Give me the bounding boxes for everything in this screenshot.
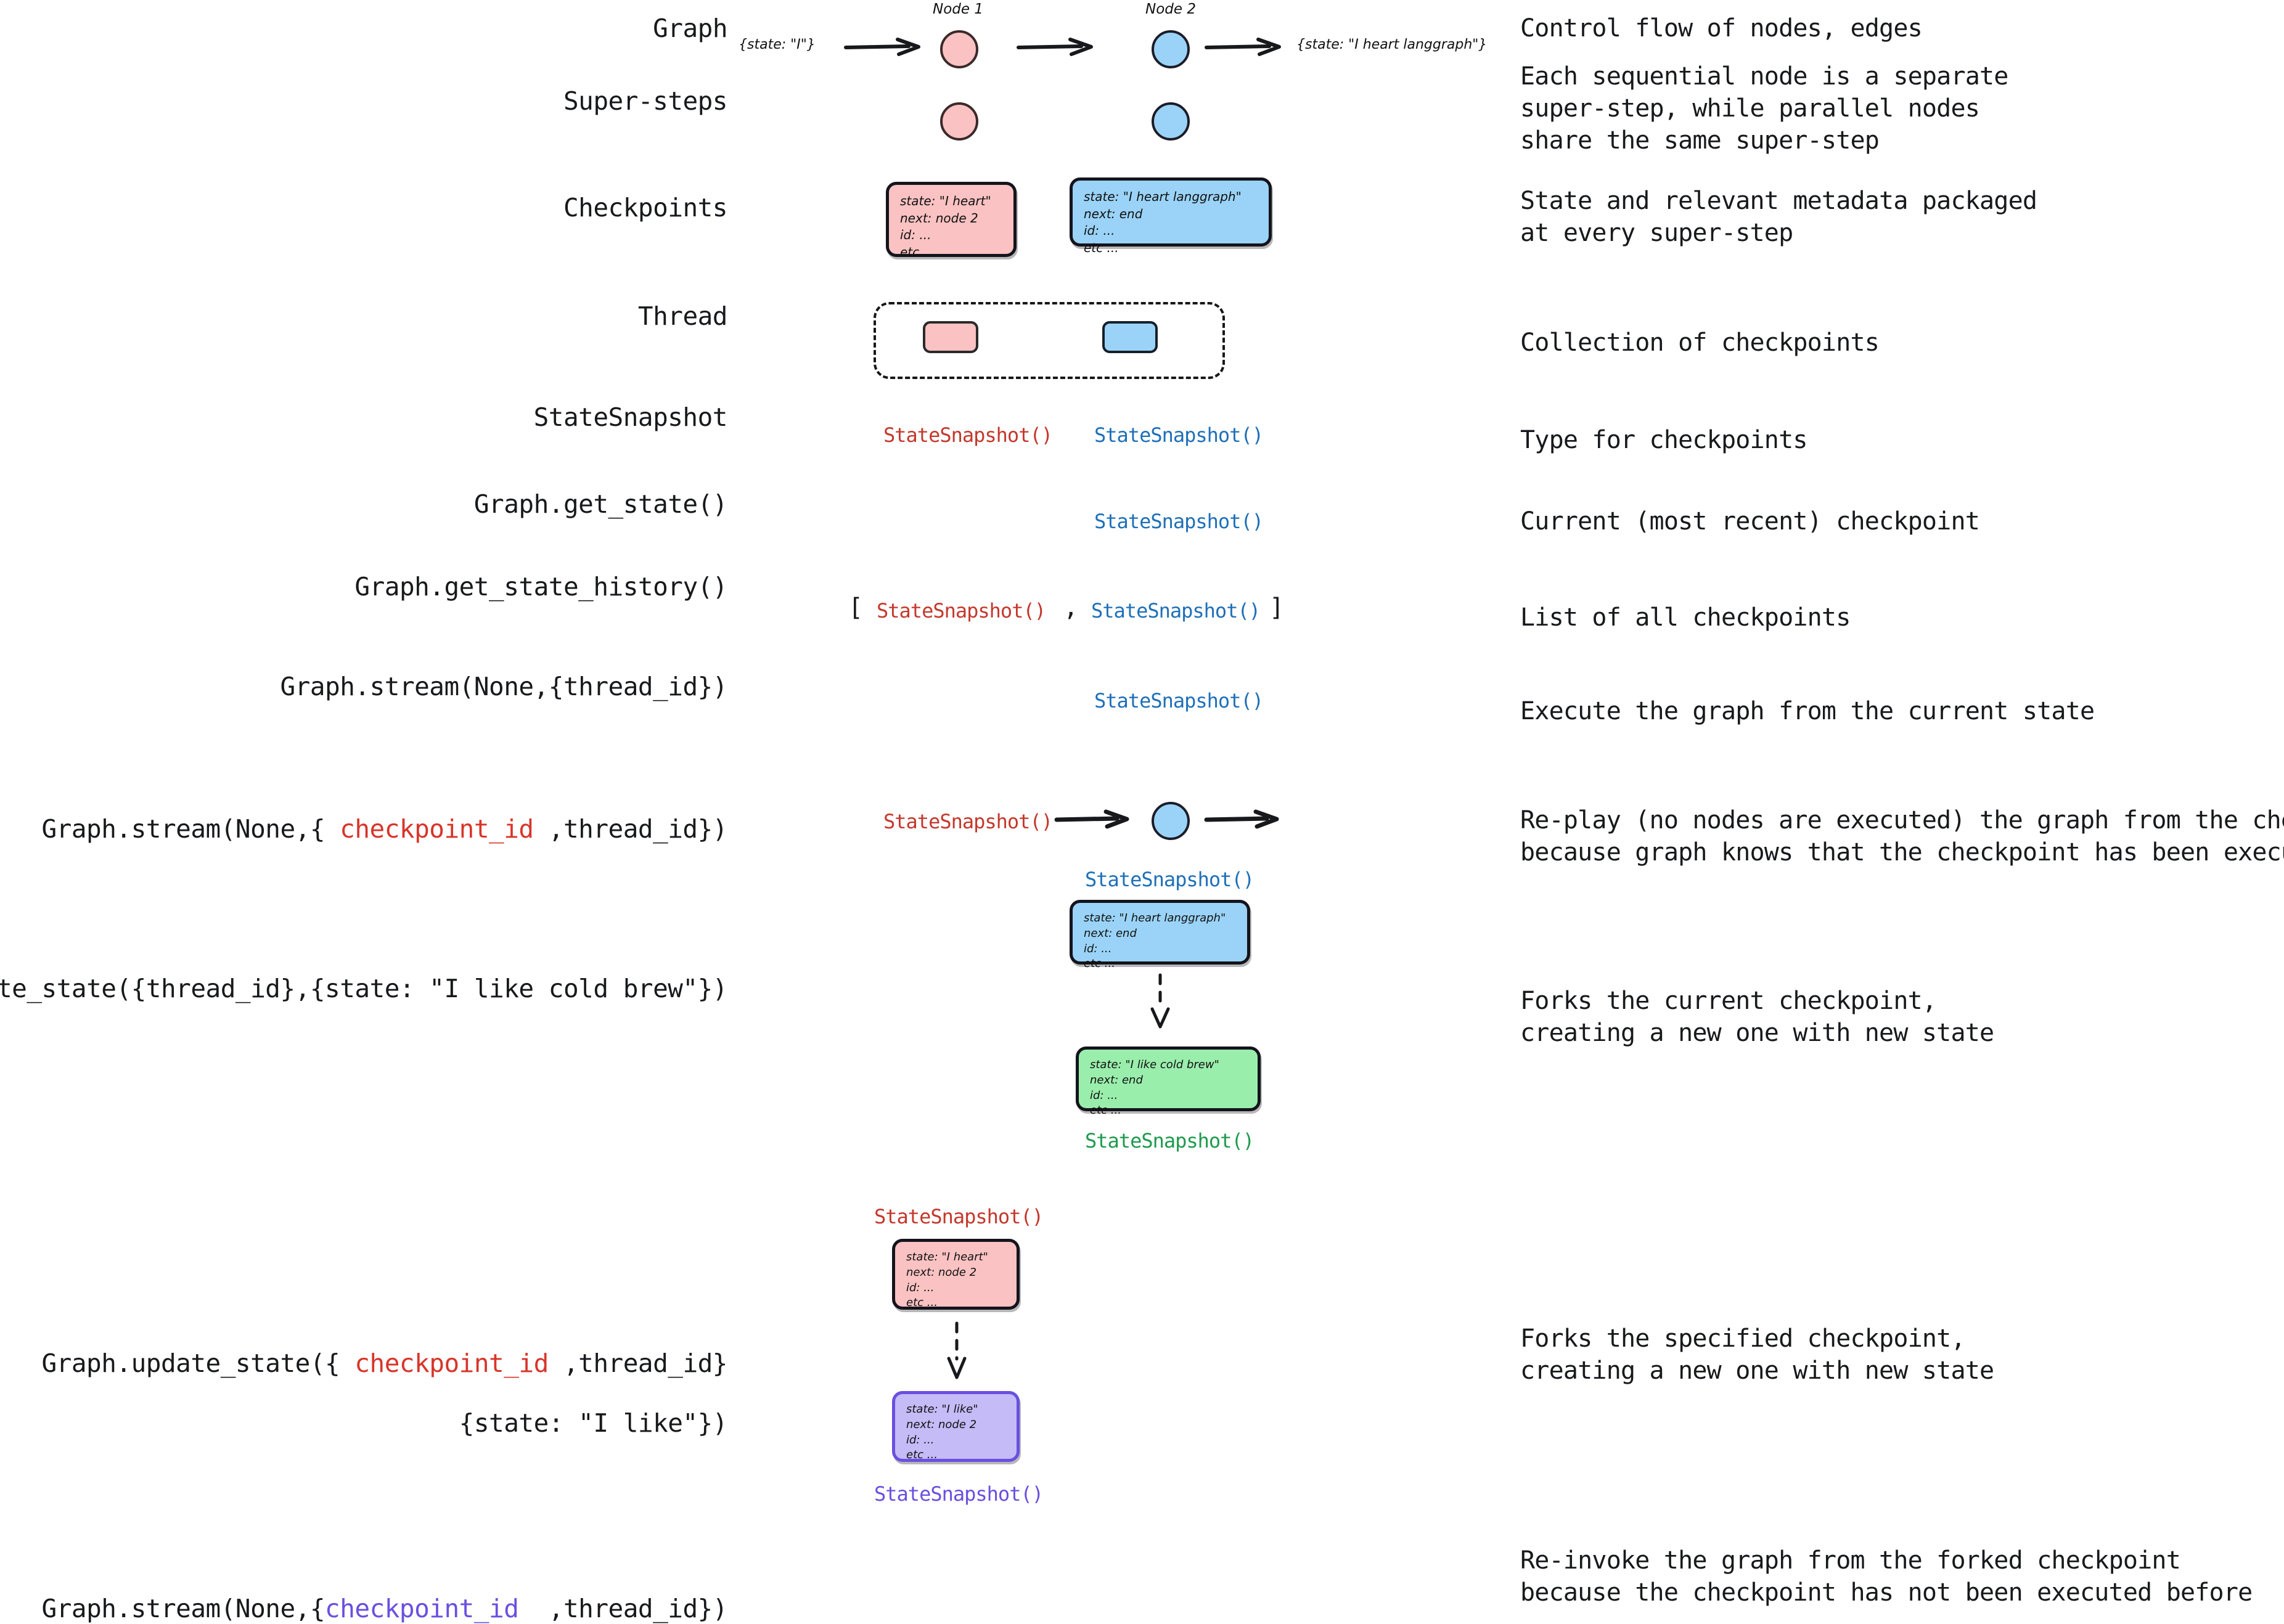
row-label-super-steps: Super-steps — [563, 86, 728, 116]
row-label-get-state: Graph.get_state() — [473, 489, 728, 519]
statesnapshot-label-replay-result: StateSnapshot() — [1085, 868, 1255, 891]
row-label-update-state-checkpoint: Graph.update_state({ checkpoint_id ,thre… — [12, 1319, 728, 1438]
statesnapshot-label-history-2: StateSnapshot() — [1091, 599, 1261, 622]
history-comma: , — [1063, 594, 1079, 622]
node-1-caption: Node 1 — [933, 1, 983, 17]
checkpoint-box-pink: state: "I heart" next: node 2 id: ... et… — [886, 182, 1017, 259]
replay-arrow-2 — [1204, 809, 1279, 829]
replay-node-circle — [1152, 802, 1190, 840]
replay-arrow-1 — [1054, 809, 1129, 829]
statesnapshot-label-stream-thread: StateSnapshot() — [1094, 689, 1264, 712]
checkpoint-box-green: state: "I like cold brew" next: end id: … — [1076, 1047, 1261, 1117]
statesnapshot-label-blue-row5: StateSnapshot() — [1094, 423, 1264, 447]
stream-checkpoint-id-token: checkpoint_id — [340, 814, 534, 844]
checkpoint-box-blue-replay: state: "I heart langgraph" next: end id:… — [1070, 900, 1250, 970]
update-state-line2: {state: "I like"}) — [459, 1408, 728, 1438]
stream-checkpoint-part-2: ,thread_id}) — [533, 814, 728, 844]
state-annotation-input: {state: "I"} — [739, 37, 816, 52]
desc-super-steps: Each sequential node is a separate super… — [1520, 62, 2008, 155]
state-annotation-output: {state: "I heart langgraph"} — [1296, 37, 1488, 52]
statesnapshot-label-get-state: StateSnapshot() — [1094, 510, 1264, 533]
row-label-thread: Thread — [637, 301, 728, 331]
update-state-checkpoint-id-token: checkpoint_id — [354, 1349, 549, 1379]
stream-checkpoint-part-0: Graph.stream(None,{ — [41, 814, 340, 844]
edge-arrow-3 — [1205, 38, 1282, 56]
stream-forked-part-2: ,thread_id}) — [518, 1594, 728, 1624]
super-step-node-1 — [940, 102, 978, 141]
stream-forked-part-0: Graph.stream(None,{ — [41, 1594, 325, 1624]
desc-graph: Control flow of nodes, edges — [1520, 14, 1923, 43]
desc-stream-checkpoint: Re-play (no nodes are executed) the grap… — [1520, 806, 2284, 867]
node-2-caption: Node 2 — [1145, 1, 1196, 17]
stream-forked-checkpoint-id-token: checkpoint_id — [325, 1594, 519, 1624]
edge-arrow-1 — [844, 38, 922, 56]
checkpoint-box-pink-fork: state: "I heart" next: node 2 id: ... et… — [892, 1239, 1020, 1310]
fork-arrow-ilike — [944, 1321, 969, 1381]
row-label-stream-thread: Graph.stream(None,{thread_id}) — [280, 672, 727, 701]
row-label-get-state-history: Graph.get_state_history() — [354, 572, 727, 602]
thread-container — [874, 302, 1225, 379]
statesnapshot-label-violet: StateSnapshot() — [874, 1482, 1044, 1506]
desc-get-state: Current (most recent) checkpoint — [1520, 507, 1980, 536]
statesnapshot-label-history-1: StateSnapshot() — [877, 599, 1046, 622]
desc-update-state-checkpoint: Forks the specified checkpoint, creating… — [1520, 1324, 1994, 1385]
fork-arrow-coldbrew — [1148, 973, 1173, 1029]
row-label-stream-forked: Graph.stream(None,{checkpoint_id ,thread… — [12, 1564, 728, 1624]
super-step-node-2 — [1152, 102, 1190, 141]
thread-chip-pink — [923, 321, 978, 353]
thread-chip-blue — [1102, 321, 1158, 353]
row-label-update-state-thread: Graph.update_state({thread_id},{state: "… — [0, 974, 727, 1003]
history-open-bracket: [ — [848, 594, 864, 622]
node-1-circle — [940, 30, 978, 68]
node-2-circle — [1152, 30, 1190, 68]
row-label-statesnapshot: StateSnapshot — [533, 402, 728, 432]
desc-get-state-history: List of all checkpoints — [1520, 603, 1851, 632]
update-state-part-2: ,thread_id} — [548, 1349, 728, 1379]
desc-thread: Collection of checkpoints — [1520, 328, 1880, 357]
checkpoint-box-blue: state: "I heart langgraph" next: end id:… — [1070, 177, 1272, 255]
desc-checkpoints: State and relevant metadata packaged at … — [1520, 187, 2037, 247]
desc-update-state-thread: Forks the current checkpoint, creating a… — [1520, 987, 1994, 1047]
desc-stream-forked: Re-invoke the graph from the forked chec… — [1520, 1546, 2253, 1607]
desc-statesnapshot: Type for checkpoints — [1520, 426, 1807, 454]
statesnapshot-label-red-row5: StateSnapshot() — [883, 423, 1053, 447]
row-label-checkpoints: Checkpoints — [563, 193, 728, 222]
update-state-part-0: Graph.update_state({ — [41, 1349, 355, 1379]
statesnapshot-label-fork-source: StateSnapshot() — [874, 1205, 1044, 1228]
statesnapshot-label-replay-source: StateSnapshot() — [883, 810, 1053, 833]
row-label-graph: Graph — [653, 14, 727, 43]
edge-arrow-2 — [1017, 38, 1094, 56]
checkpoint-box-violet: state: "I like" next: node 2 id: ... etc… — [892, 1391, 1020, 1462]
desc-stream-thread: Execute the graph from the current state — [1520, 697, 2095, 725]
statesnapshot-label-green: StateSnapshot() — [1085, 1129, 1255, 1153]
history-close-bracket: ] — [1269, 594, 1285, 622]
row-label-stream-checkpoint: Graph.stream(None,{ checkpoint_id ,threa… — [12, 785, 728, 844]
